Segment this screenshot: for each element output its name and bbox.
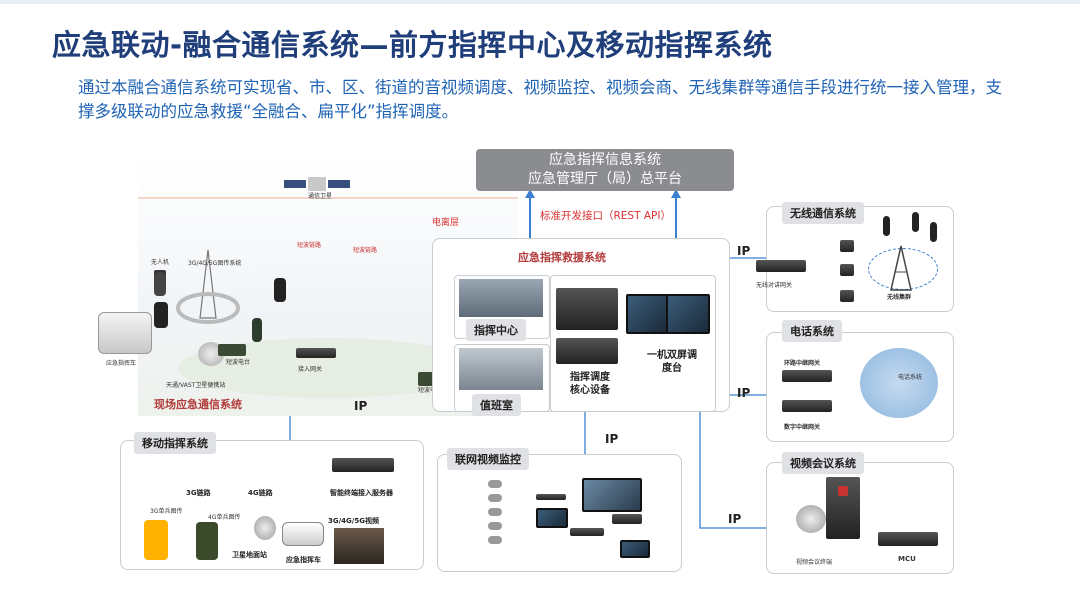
relay1-label: 环路中继网关 [784,360,821,367]
ip-line-conf [699,410,766,529]
center-title: 应急指挥救援系统 [518,251,606,264]
wireless-title: 无线通信系统 [782,202,864,224]
handset-icon-4 [252,318,262,342]
handset-icon-3 [274,278,286,302]
server-icon [332,458,394,472]
radio-base-icon-1 [840,240,854,252]
ip-label-phone: IP [737,386,751,400]
relay2-label: 数字中继网关 [784,424,821,431]
relay-label: 3G/4G/5G图传系统 [188,260,242,267]
platform-box: 应急指挥信息系统 应急管理厅（局）总平台 [476,149,734,191]
link4g-label: 4G链路 [248,489,273,497]
conf-terminal-logo [838,486,848,496]
mobile-vehicle-icon [282,522,324,546]
shortwave-label-2: 短波链路 [353,247,378,254]
conf-camera-icon [796,505,826,533]
nvr-icon-1 [536,494,566,500]
ground-label: 卫星地面站 [232,551,267,559]
ip-label-conf: IP [728,512,742,526]
radio-base-icon-2 [840,264,854,276]
console-screen-right [666,294,710,334]
decoder-icon [612,514,642,524]
core-server-icon [556,288,618,330]
command-vehicle-icon [98,312,152,354]
ip-label-wireless: IP [737,244,751,258]
ground-dish-icon [254,516,276,540]
trunk-label: 无线集群 [887,294,912,301]
radio-icon [218,344,246,356]
walkie-icon-2 [912,212,919,232]
mobile-title: 移动指挥系统 [134,432,216,454]
field-graphics [138,197,518,398]
monitor-title: 联网视频监控 [447,448,529,470]
handset-icon-1 [154,302,168,328]
core-label: 指挥调度核心设备 [570,372,610,396]
laptop-icon [620,540,650,558]
phone-cloud [860,348,938,418]
ionosphere-label: 电离层 [432,218,460,228]
wireless-gateway-label: 无线对讲网关 [756,282,793,289]
field-system-title: 现场应急通信系统 [154,398,242,411]
page-title: 应急联动-融合通信系统—前方指挥中心及移动指挥系统 [52,28,773,62]
console-label: 一机双屏调度台 [647,350,697,374]
command-room-photo [459,279,543,317]
video-photo [334,528,384,564]
radio-base-icon-3 [840,290,854,302]
ip-label-mobile: IP [354,399,368,413]
video-label: 3G/4G/5G视频 [328,517,379,525]
relay2-icon [782,400,832,412]
mcu-label: MCU [898,555,916,563]
nvr-icon-2 [570,528,604,536]
mobile-vehicle-label: 应急指挥车 [286,556,321,564]
page-subtitle: 通过本融合通信系统可实现省、市、区、街道的音视频调度、视频监控、视频会商、无线集… [78,78,1002,121]
command-label: 指挥中心 [466,319,526,341]
uav-label: 无人机 [151,259,170,266]
ip-label-monitor: IP [605,432,619,446]
radio-label: 短波电台 [226,359,251,366]
vsat-label: 天通/VAST卫星便携站 [166,382,226,389]
unit4g-device-icon [196,522,218,560]
platform-line1: 应急指挥信息系统 [549,152,661,168]
gateway-label: 接入网关 [298,366,323,373]
radio-label-2: 短波电台 [418,387,443,394]
top-accent-bar [0,0,1080,4]
platform-line2: 应急管理厅（局）总平台 [528,171,682,187]
monitor-screen-1 [536,508,568,528]
vehicle-label: 应急指挥车 [106,360,137,367]
link3g-label: 3G链路 [186,489,211,497]
conf-box [766,462,954,574]
satellite-icon [284,177,350,191]
walkie-icon-3 [930,222,937,242]
phone-title: 电话系统 [782,320,842,342]
phone-system-label: 电话系统 [898,374,923,381]
console-screen-left [626,294,668,334]
gateway-icon [296,348,336,358]
server-label: 智能终端接入服务器 [330,489,393,497]
video-wall [582,478,642,512]
unit3g-device-icon [144,520,168,560]
core-switch-icon [556,338,618,364]
walkie-icon-1 [883,216,890,236]
duty-label: 值班室 [472,394,521,416]
camera-stack [488,480,502,552]
duty-room-photo [459,348,543,390]
satellite-label: 通信卫星 [308,193,333,200]
unit4g-label: 4G单兵图传 [208,514,241,521]
relay1-icon [782,370,832,382]
unit3g-label: 3G单兵图传 [150,508,183,515]
conf-title: 视频会议系统 [782,452,864,474]
api-label: 标准开发接口（REST API） [540,210,671,222]
mcu-icon [878,532,938,546]
trunk-tower-icon [890,245,912,291]
shortwave-label-1: 短波链路 [297,242,322,249]
handset-icon-2 [154,272,166,296]
wireless-gateway-icon [756,260,806,272]
conf-terminal-label: 视频会议终端 [796,559,833,566]
